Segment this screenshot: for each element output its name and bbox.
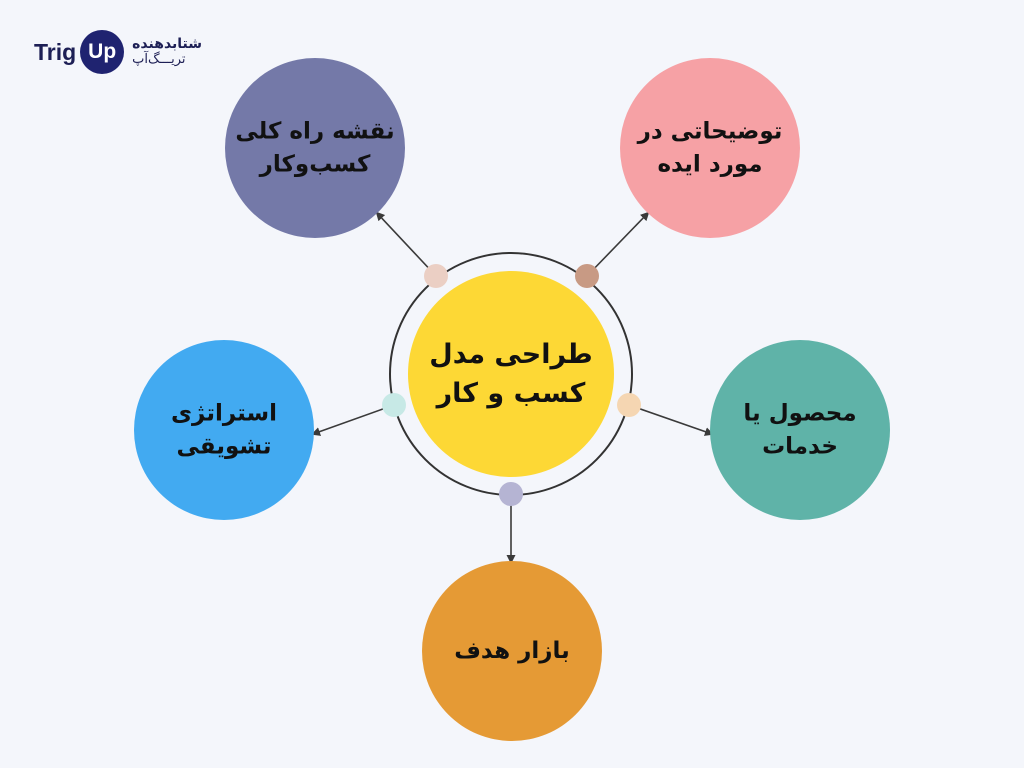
- center-label-line-2: کسب و کار: [435, 378, 586, 409]
- node-roadmap-label-line-2: کسب‌وکار: [259, 152, 371, 178]
- node-circle-market: [422, 561, 602, 741]
- node-circle-strategy: [134, 340, 314, 520]
- node-strategy-label-line-2: تشویقی: [177, 434, 272, 460]
- node-circle-idea: [620, 58, 800, 238]
- node-idea-label-line-1: توضیحاتی در: [637, 118, 783, 144]
- arrow-to-product: [628, 404, 714, 436]
- node-circle-roadmap: [225, 58, 405, 238]
- node-market-label-line-1: بازار هدف: [454, 638, 570, 664]
- connector-dot-product: [617, 393, 641, 417]
- connector-dot-idea: [575, 264, 599, 288]
- connectors-layer: [311, 211, 714, 564]
- logo-brand-text: Trig: [34, 38, 77, 65]
- nodes-layer: طراحی مدل کسب و کار نقشه راه کلی کسب‌وکار تو…: [134, 58, 890, 741]
- logo-subtitle-line1: شتابدهنده: [132, 36, 203, 53]
- arrow-to-idea: [586, 211, 650, 277]
- arrow-to-roadmap: [375, 211, 437, 277]
- logo-persian-text: شتابدهنده تریـــگ‌آپ: [132, 36, 202, 67]
- trigup-logo: Trig Up شتابدهنده تریـــگ‌آپ: [34, 28, 202, 76]
- connector-dot-market: [499, 482, 523, 506]
- node-product-label-line-1: محصول یا: [743, 400, 856, 426]
- node-idea-label-line-2: مورد ایده: [657, 152, 762, 178]
- connector-dot-strategy: [382, 393, 406, 417]
- node-strategy-label-line-1: استراتژی: [171, 400, 277, 426]
- node-product-label-line-2: خدمات: [762, 434, 838, 460]
- logo-up-badge: Up: [80, 30, 125, 74]
- center-circle: [408, 271, 614, 477]
- logo-subtitle-line2: تریـــگ‌آپ: [132, 51, 186, 67]
- node-circle-product: [710, 340, 890, 520]
- node-roadmap-label-line-1: نقشه راه کلی: [235, 118, 394, 144]
- arrow-to-strategy: [311, 404, 395, 436]
- center-label-line-1: طراحی مدل: [429, 339, 592, 370]
- connector-dot-roadmap: [424, 264, 448, 288]
